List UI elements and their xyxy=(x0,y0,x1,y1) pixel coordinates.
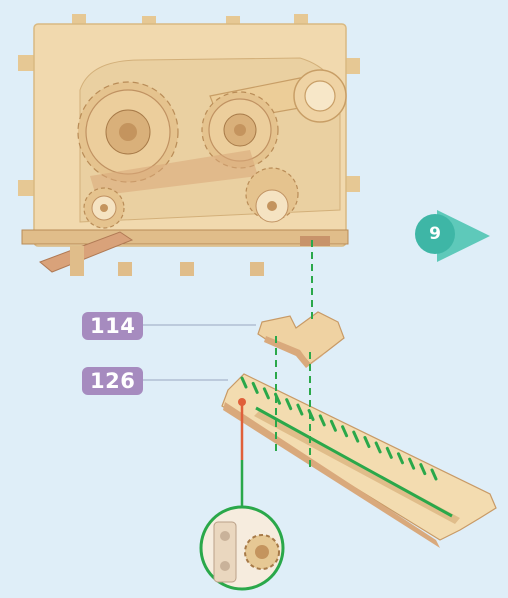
part-number-114-label: 114 xyxy=(82,312,143,340)
gearbox-assembly xyxy=(18,14,360,276)
step-indicator: 9 xyxy=(415,210,490,262)
part-number-126-label: 126 xyxy=(82,367,143,395)
part-114-piece xyxy=(258,312,344,368)
gear-detail-magnifier-icon xyxy=(201,507,283,589)
step-number: 9 xyxy=(415,214,455,254)
